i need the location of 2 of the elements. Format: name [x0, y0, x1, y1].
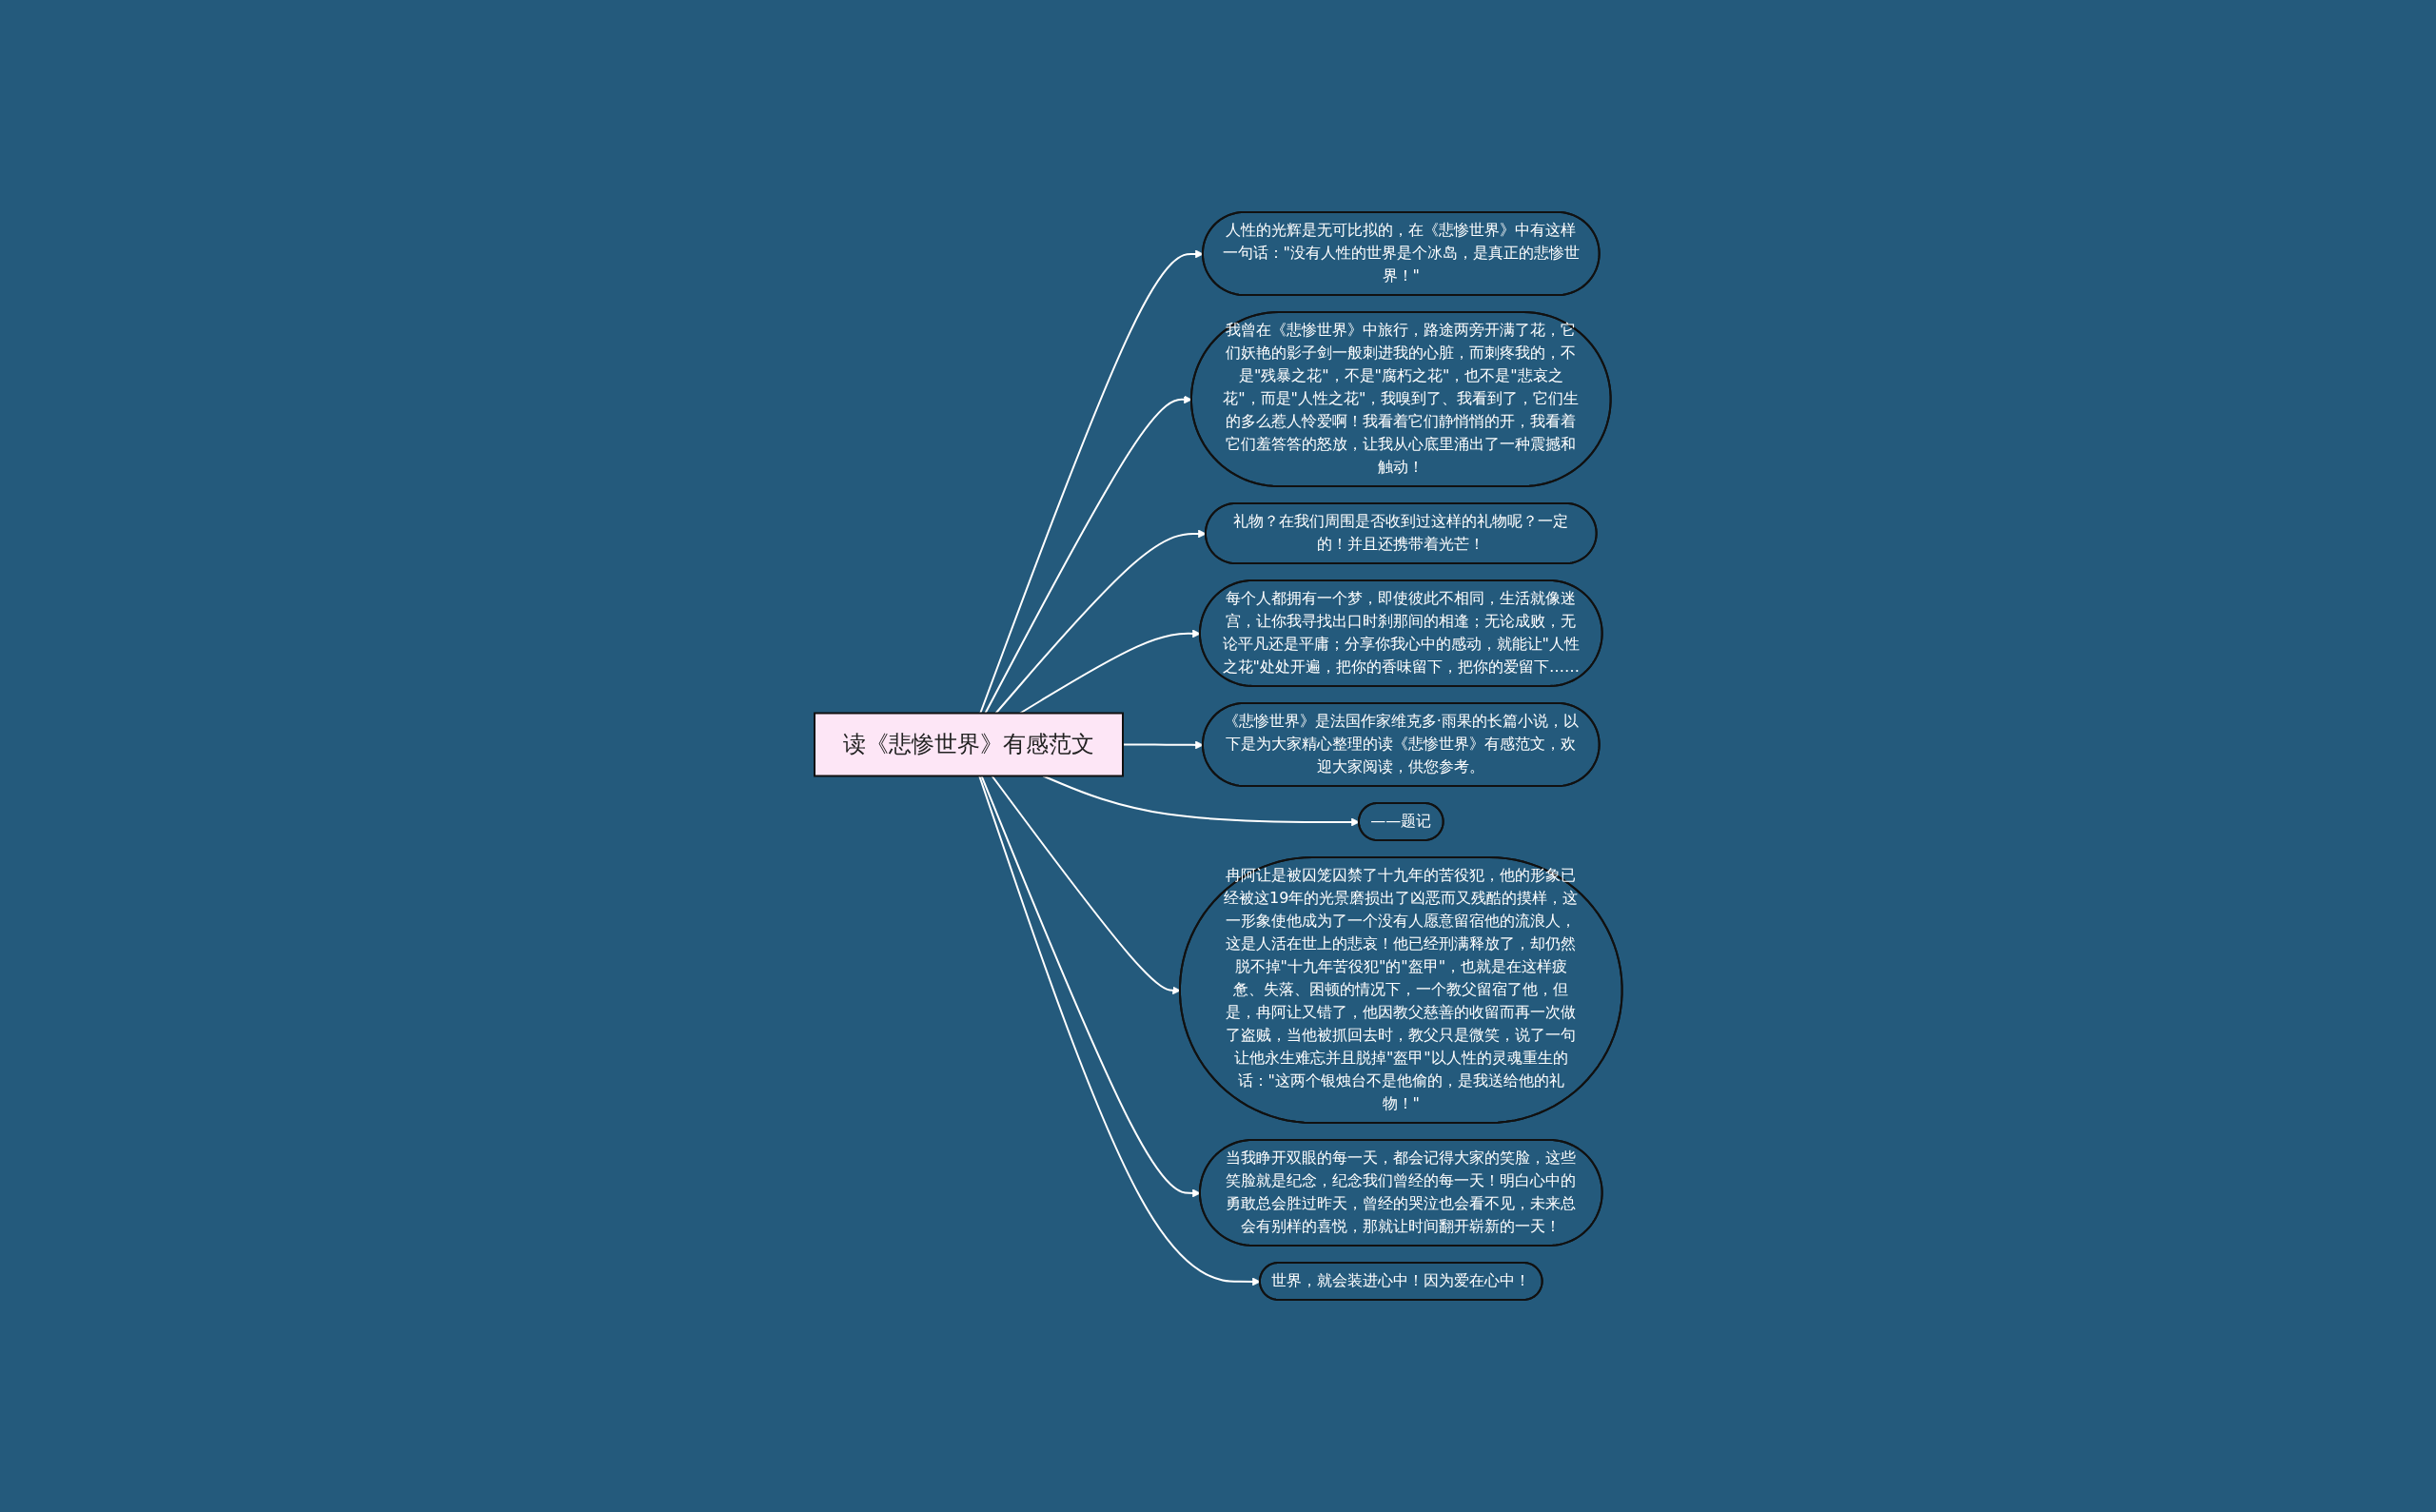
- arrow: [977, 775, 1261, 1286]
- node-box: 读《悲惨世界》有感范文: [813, 712, 1124, 777]
